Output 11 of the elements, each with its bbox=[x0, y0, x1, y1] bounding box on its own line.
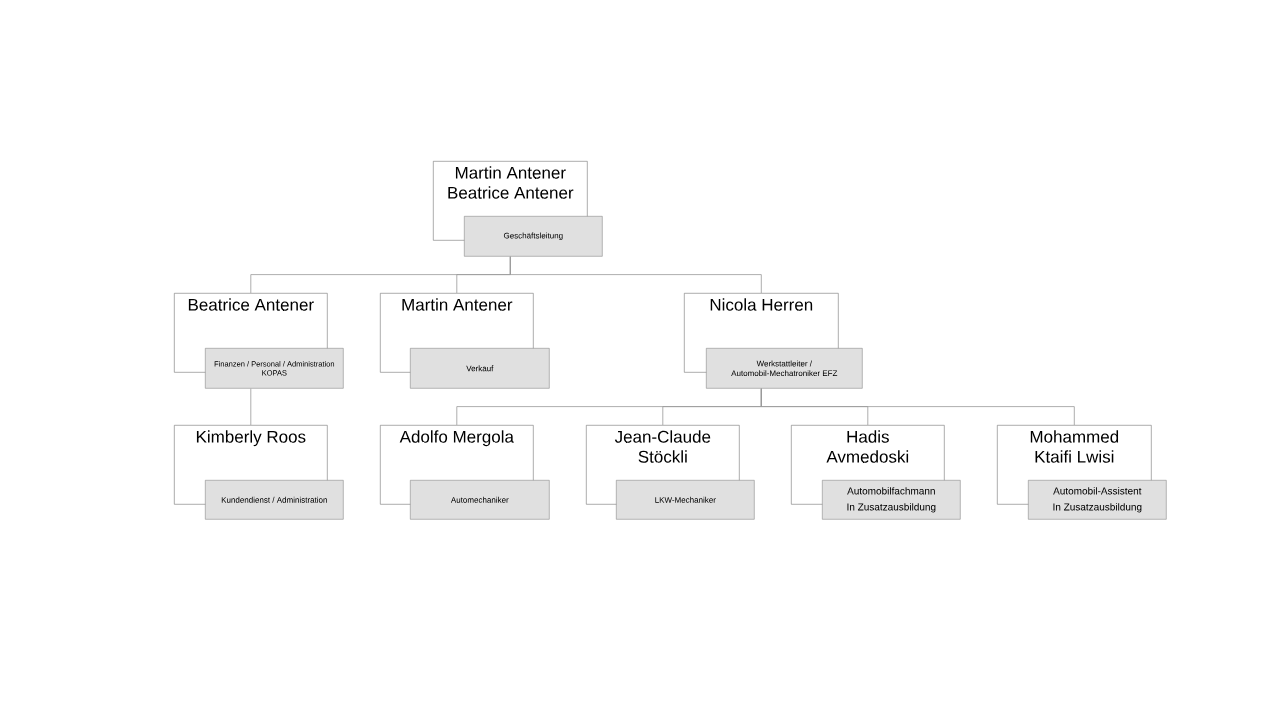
role-box: Verkauf bbox=[410, 348, 550, 389]
connector-line bbox=[760, 388, 1075, 426]
role-box: Kundendienst / Administration bbox=[205, 480, 344, 520]
role-box: LKW-Mechaniker bbox=[616, 480, 755, 520]
role-box: Automobilfachmann In Zusatzausbildung bbox=[822, 480, 961, 520]
role-box: Automechaniker bbox=[410, 480, 550, 520]
role-box: Werkstattleiter / Automobil-Mechatroniker EFZ bbox=[706, 348, 863, 389]
role-box: Geschäftsleitung bbox=[464, 216, 603, 257]
connector-line bbox=[250, 388, 252, 426]
connector-line bbox=[509, 256, 762, 294]
role-box: Automobil-Assistent In Zusatzausbildung bbox=[1028, 480, 1167, 520]
